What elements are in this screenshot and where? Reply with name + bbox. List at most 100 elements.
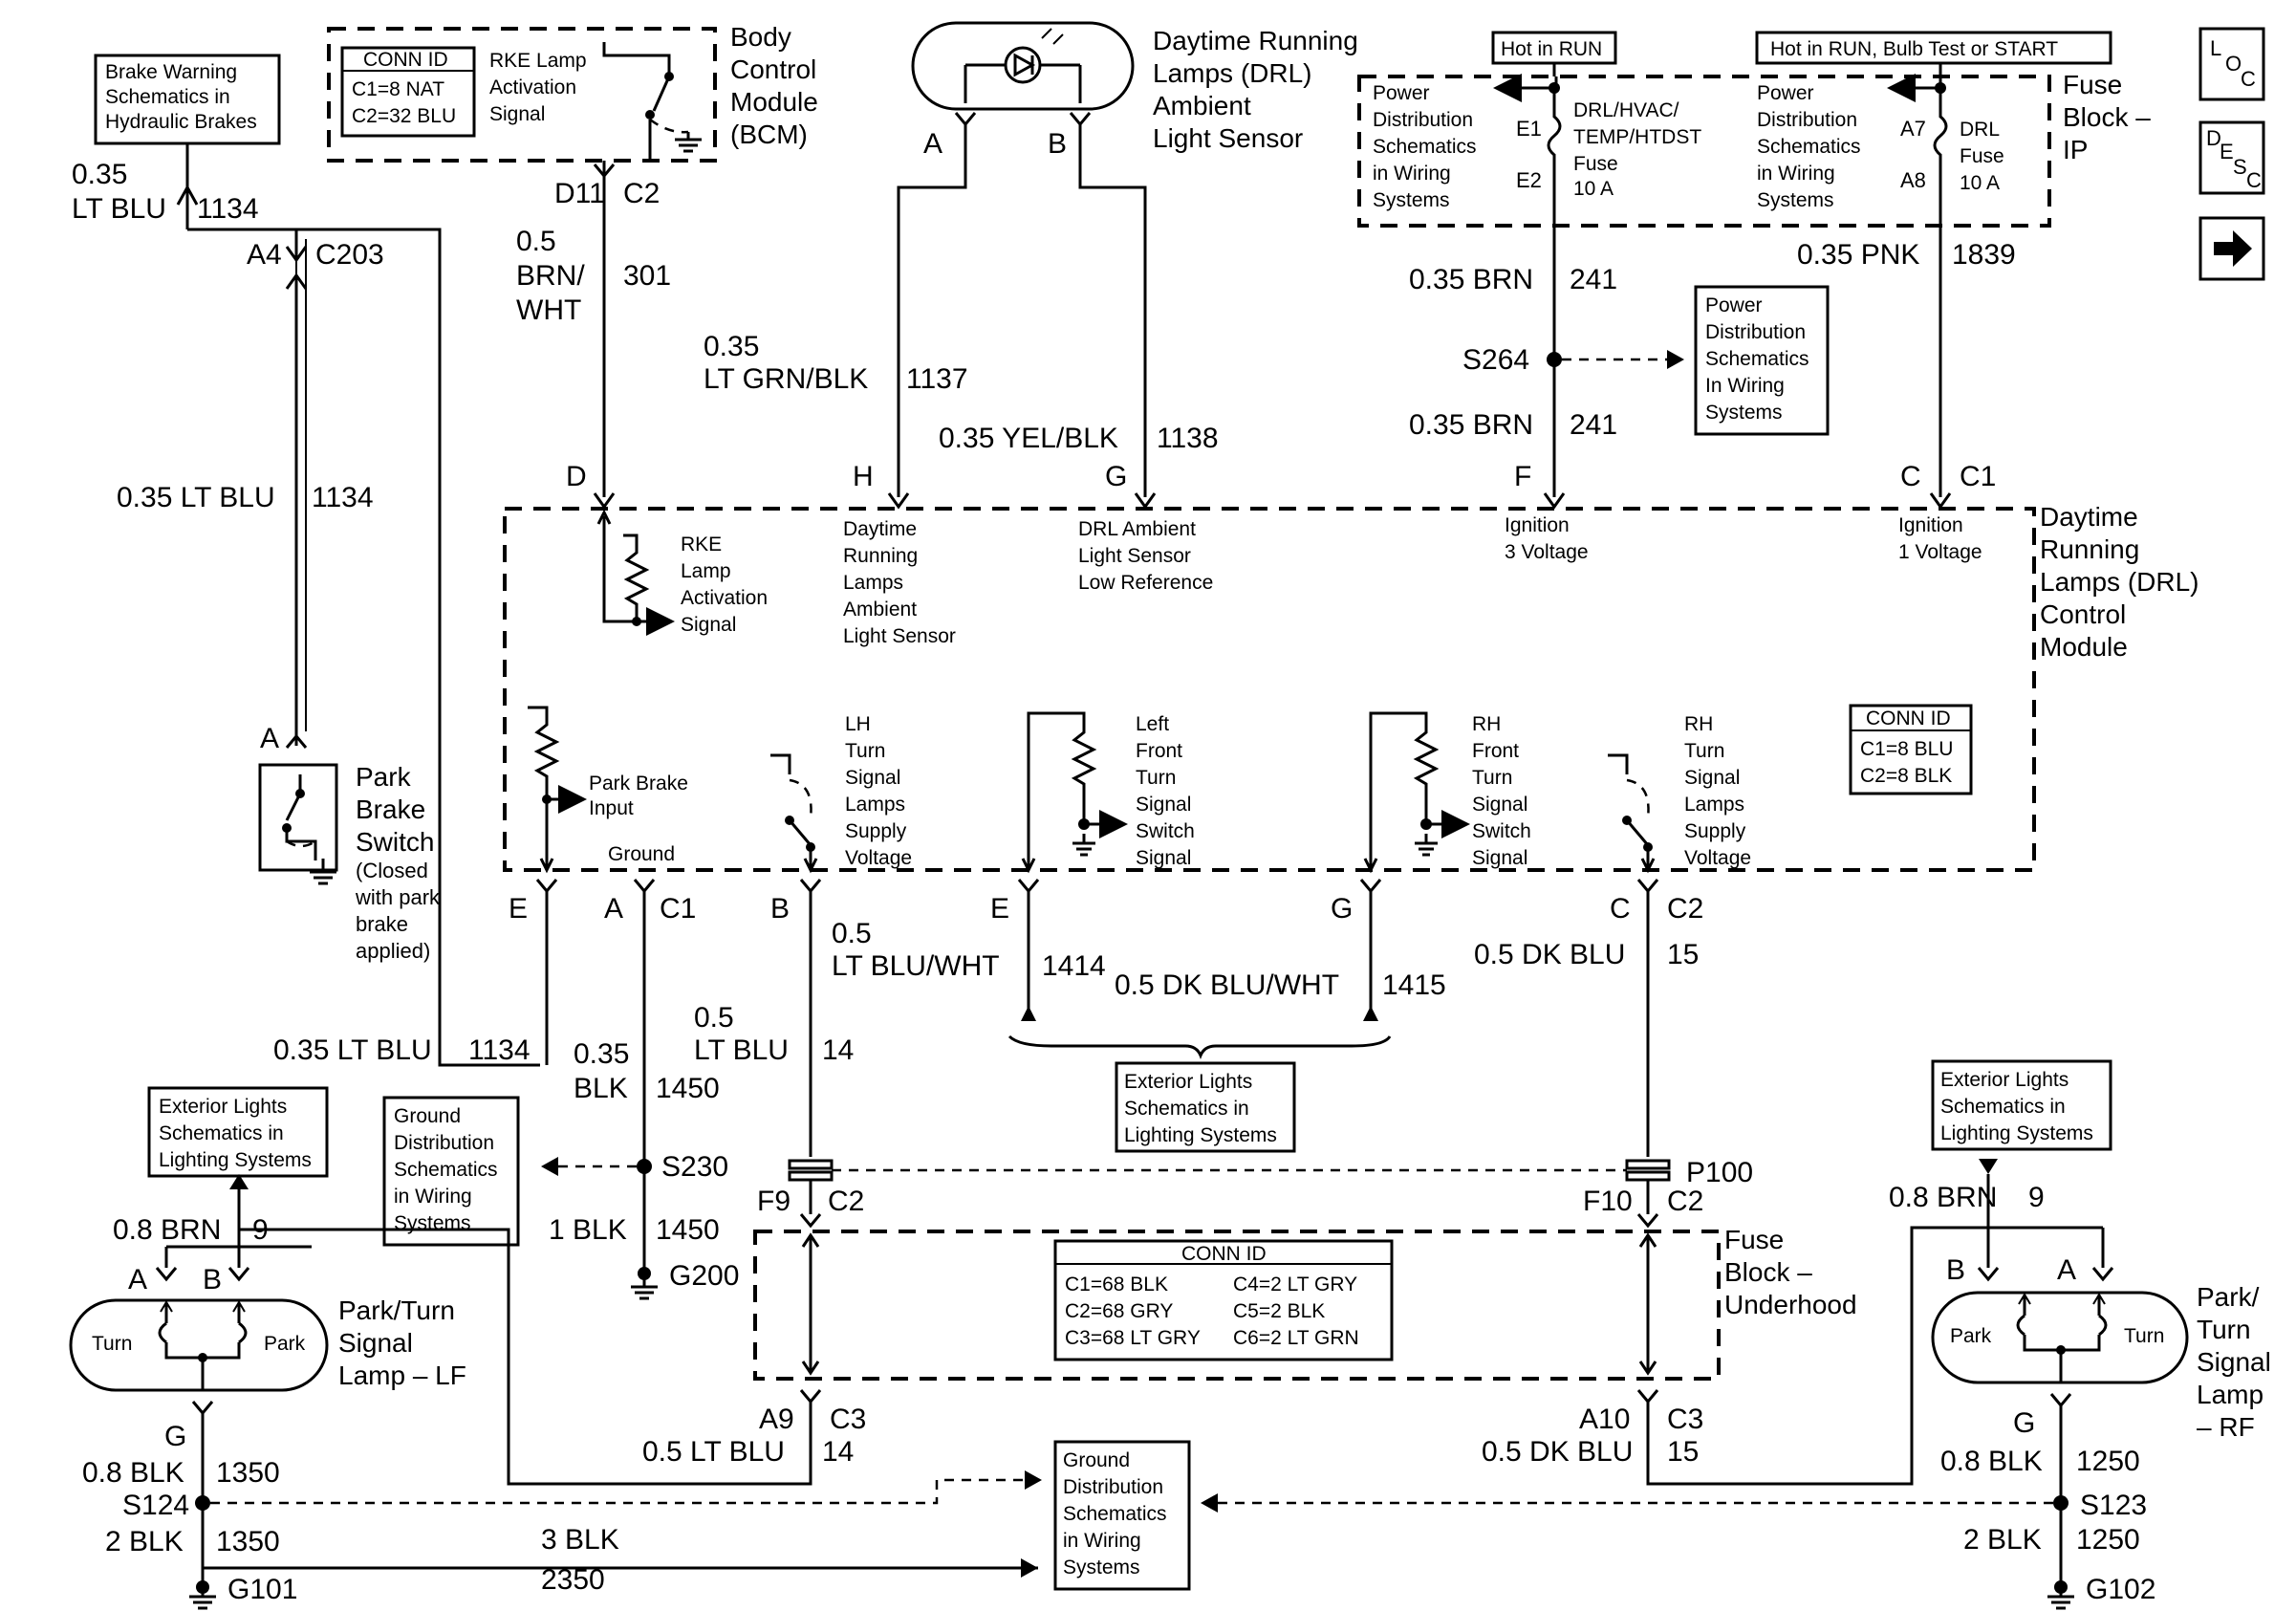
ref-brake-warning[interactable]: Brake Warning Schematics in Hydraulic Br… xyxy=(94,54,281,145)
rf-feed xyxy=(1986,1226,2105,1268)
low-ref-label: Light Sensor xyxy=(1078,545,1191,567)
park-brake-pin: A xyxy=(260,723,279,754)
fuse-underhood-title: Fuse xyxy=(1724,1225,1784,1254)
desc-label: D xyxy=(2206,126,2221,150)
wire-1350b-label: 2 BLK xyxy=(105,1526,184,1557)
fuse-passthrough-right xyxy=(1638,1232,1657,1376)
wire-241-label: 0.35 BRN xyxy=(1409,264,1533,295)
park-brake-note: (Closed xyxy=(356,859,428,882)
splice-s264-label: S264 xyxy=(1462,344,1529,376)
svg-text:C: C xyxy=(2241,67,2256,91)
ref-line: Schematics xyxy=(394,1159,498,1181)
lf-pin-a: A xyxy=(128,1264,147,1295)
wire-1134 xyxy=(187,228,540,1067)
arrow-icon xyxy=(1025,1470,1042,1490)
loc-label: L xyxy=(2210,36,2221,60)
ref-ext-lights-mid[interactable]: Exterior Lights Schematics in Lighting S… xyxy=(1115,1061,1296,1153)
ground-g101-icon xyxy=(189,1580,216,1610)
wire-14-circuit: 14 xyxy=(822,1034,854,1066)
svg-text:C2=32 BLU: C2=32 BLU xyxy=(352,105,456,127)
wire-14-lower xyxy=(239,1228,822,1486)
park-brake-title: Park xyxy=(356,762,412,792)
wire-1134-circuit: 1134 xyxy=(197,193,259,225)
park-brake-note: with park xyxy=(355,885,441,909)
drl-pin-c1: C1 xyxy=(1960,461,1996,492)
ref-power-dist-s264[interactable]: Power Distribution Schematics In Wiring … xyxy=(1694,285,1830,436)
wire-301-circuit: 301 xyxy=(623,260,671,292)
ref-ground-s230[interactable]: Ground Distribution Schematics in Wiring… xyxy=(382,1096,520,1247)
left-switch-label: Left xyxy=(1136,713,1169,735)
lh-supply-circuit xyxy=(770,753,818,874)
desc-button[interactable]: D E S C xyxy=(2199,120,2265,195)
right-switch-label: Switch xyxy=(1472,820,1531,842)
fuse1-label: TEMP/HTDST xyxy=(1573,126,1701,148)
drl-pin-d: D xyxy=(566,461,587,492)
wire-15-lower xyxy=(1636,1226,2103,1486)
ref-line: Power xyxy=(1705,294,1763,316)
wire-1138-label: 0.35 YEL/BLK xyxy=(939,423,1118,454)
wire-14-color: LT BLU xyxy=(694,1034,789,1066)
rf-park-label: Park xyxy=(1950,1325,1992,1347)
wire-1134-mid-label: 0.35 LT BLU xyxy=(117,482,275,513)
ref-line: Systems xyxy=(394,1212,471,1234)
wire-1137-circuit: 1137 xyxy=(906,363,968,395)
drl-module-title: Daytime xyxy=(2040,502,2138,532)
lh-supply-label: Supply xyxy=(845,820,907,842)
next-arrow-button[interactable] xyxy=(2199,216,2265,281)
fuse-block-ip-outline xyxy=(1357,75,2051,228)
ref-ext-lights-lf[interactable]: Exterior Lights Schematics in Lighting S… xyxy=(147,1086,329,1178)
wire-1250-label: 0.8 BLK xyxy=(1940,1446,2043,1477)
drl-bottom-pin: C xyxy=(1610,893,1631,925)
lh-supply-label: Turn xyxy=(845,740,885,762)
splice-s124 xyxy=(195,1495,210,1511)
lf-turn-label: Turn xyxy=(92,1333,132,1355)
wire-1839-label: 0.35 PNK xyxy=(1797,239,1919,271)
rh-supply-circuit xyxy=(1608,753,1656,874)
park-brake-switch xyxy=(258,763,338,885)
splice-s264 xyxy=(1547,352,1562,367)
svg-text:Hot in RUN, Bulb Test or START: Hot in RUN, Bulb Test or START xyxy=(1770,38,2058,60)
loc-button[interactable]: L O C xyxy=(2199,27,2265,101)
right-arrow-icon xyxy=(2214,230,2252,267)
ref-line: Schematics in xyxy=(105,86,230,108)
a10-conn: C3 xyxy=(1667,1404,1703,1435)
svg-text:C1=8 BLU: C1=8 BLU xyxy=(1860,738,1953,760)
ref-ext-lights-rf[interactable]: Exterior Lights Schematics in Lighting S… xyxy=(1931,1059,2112,1151)
ref-line: Systems xyxy=(1063,1557,1140,1578)
c203-label: C203 xyxy=(315,239,384,271)
fuse1-pin: E1 xyxy=(1516,117,1542,141)
splice-s124-label: S124 xyxy=(122,1490,189,1521)
left-switch-label: Signal xyxy=(1136,847,1191,869)
wire-1350-circuit: 1350 xyxy=(216,1457,280,1489)
wire-1134-size: 0.35 xyxy=(72,159,127,190)
ign1-label: Ignition xyxy=(1898,514,1963,536)
c203-pin: A4 xyxy=(247,239,282,271)
arrow-icon xyxy=(229,1174,249,1189)
fuse-passthrough-left xyxy=(801,1232,820,1376)
rke-label: Signal xyxy=(681,614,736,636)
ground-g101-label: G101 xyxy=(227,1574,297,1605)
wire-1134-mid-circuit: 1134 xyxy=(312,482,374,513)
rke-label: Activation xyxy=(681,587,768,609)
underhood-conn-id: CONN ID C1=68 BLK C2=68 GRY C3=68 LT GRY… xyxy=(1053,1239,1394,1361)
wire-9-lf-label: 0.8 BRN xyxy=(113,1214,221,1246)
arrow-to-brake-ref xyxy=(176,143,199,229)
svg-text:E: E xyxy=(2220,140,2234,163)
lf-park-label: Park xyxy=(264,1333,306,1355)
lamp-rf-title: – RF xyxy=(2197,1412,2255,1442)
bcm-pin: D11 xyxy=(554,178,605,209)
left-switch-label: Switch xyxy=(1136,820,1195,842)
right-switch-label: Front xyxy=(1472,740,1519,762)
wire-15b-circuit: 15 xyxy=(1667,1436,1699,1468)
lh-supply-label: Signal xyxy=(845,767,900,789)
fuse-block-underhood-outline xyxy=(753,1230,1721,1381)
ground-label: Ground xyxy=(608,843,675,865)
wire-1450b-circuit: 1450 xyxy=(656,1214,720,1246)
svg-text:CONN ID: CONN ID xyxy=(1181,1243,1267,1265)
svg-text:C: C xyxy=(2246,168,2262,192)
wire-301-color: WHT xyxy=(516,294,581,326)
drl-conn-id: CONN ID C1=8 BLU C2=8 BLK xyxy=(1849,704,1973,795)
wire-1450b-label: 1 BLK xyxy=(549,1214,627,1246)
ref-ground-bottom[interactable]: Ground Distribution Schematics in Wiring… xyxy=(1053,1440,1191,1591)
bcm-title: Body xyxy=(730,22,791,52)
